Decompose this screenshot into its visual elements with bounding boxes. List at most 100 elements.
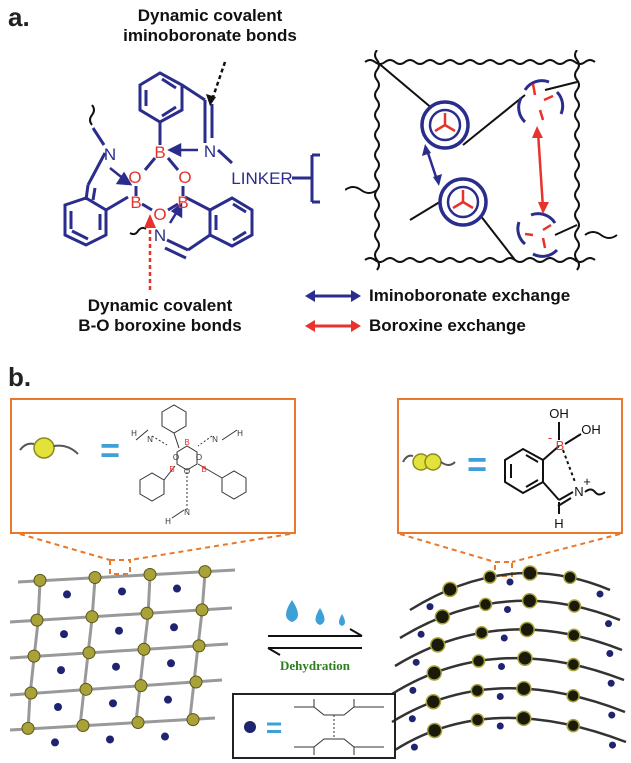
svg-text:O: O	[173, 453, 179, 462]
olive-bead	[140, 606, 154, 620]
dark-bead	[519, 621, 535, 638]
olive-bead	[131, 716, 145, 730]
boroxine-annotation-line2: B-O boroxine bonds	[78, 316, 242, 335]
inset-right: = OH OH B - N + H	[397, 398, 623, 534]
oxygen-atom-bottom: O	[153, 205, 166, 224]
svg-text:H: H	[165, 517, 171, 526]
svg-text:B: B	[184, 438, 189, 447]
dark-bead	[429, 637, 446, 653]
open-node-lower	[516, 212, 559, 258]
olive-bead	[137, 642, 151, 656]
inset-left-drawing: = B O O O B B N N N H H	[19, 404, 247, 526]
right-network-strands	[391, 571, 627, 752]
equilibrium-arrows	[267, 628, 363, 656]
svg-text:O: O	[184, 467, 190, 476]
crosslinker-bead	[496, 722, 504, 730]
legend-item-boroxine: Boroxine exchange	[305, 310, 625, 342]
iminoboronate-annotation-line2: iminoboronate bonds	[123, 26, 297, 45]
crosslinker-bead	[170, 623, 178, 632]
dark-bead	[483, 570, 497, 584]
crosslinker-bead	[606, 649, 614, 657]
crosslinker-bead	[417, 630, 425, 638]
olive-bead	[24, 686, 38, 700]
boron-atom-top: B	[154, 143, 165, 162]
olive-bead	[30, 613, 44, 627]
crosslinker-bead	[173, 584, 181, 593]
olive-bead	[21, 721, 35, 735]
crosslinker-bead	[409, 686, 417, 694]
dehydration-label: Dehydration	[280, 658, 351, 673]
crosslinker-bead	[118, 587, 126, 596]
crosslinker-bead	[608, 711, 616, 719]
dative-arrows	[109, 142, 198, 224]
crosslinker-bead	[60, 630, 68, 639]
crosslinker-bead	[506, 578, 514, 586]
inset-right-drawing: = OH OH B - N + H	[402, 406, 606, 531]
svg-text:O: O	[196, 453, 202, 462]
crosslinker-bead	[57, 666, 65, 675]
dark-bead	[517, 650, 533, 666]
crosslinker-key: =	[232, 693, 396, 759]
boroxine-annotation: Dynamic covalent B-O boroxine bonds	[40, 296, 280, 336]
dark-bead	[567, 599, 582, 613]
panel-a-label: a.	[8, 2, 30, 32]
dark-bead	[471, 654, 486, 668]
crosslinker-bead	[63, 590, 71, 599]
svg-text:N: N	[212, 435, 218, 444]
legend-label-iminoboronate: Iminoboronate exchange	[369, 286, 571, 305]
blue-double-arrow-icon	[305, 290, 361, 302]
nitrogen-charge: +	[583, 474, 591, 489]
svg-text:B: B	[169, 465, 174, 474]
exchange-arrows	[422, 126, 549, 214]
key-equals: =	[266, 712, 282, 743]
hydrogen-label: H	[554, 516, 563, 531]
crosslinker-bead	[504, 606, 511, 613]
dark-bead	[516, 680, 532, 697]
dark-bead	[563, 570, 577, 585]
open-node-upper	[517, 79, 565, 124]
crosslinker-bead	[410, 743, 418, 751]
olive-bead	[189, 675, 203, 689]
inset-right-equals: =	[467, 446, 487, 484]
right-network-beads	[408, 565, 617, 751]
inset-left-equals: =	[100, 432, 120, 470]
svg-text:N: N	[184, 508, 190, 517]
olive-bead	[195, 603, 209, 617]
networks-area: Dehydration	[9, 533, 627, 752]
olive-bead	[143, 568, 157, 582]
annotation-arrows	[144, 61, 227, 290]
crosslinker-bead	[426, 603, 434, 611]
crosslinker-bead	[161, 732, 169, 741]
nitrogen-label: N	[574, 484, 583, 499]
linker-label: LINKER	[231, 169, 292, 188]
crosslinker-bead	[605, 620, 613, 628]
water-drops-icon	[286, 600, 345, 626]
atom-labels: B O O B B O N N N LINKER	[104, 142, 293, 245]
svg-text:H: H	[237, 429, 243, 438]
crosslinker-bead	[54, 703, 62, 711]
olive-bead	[76, 718, 90, 732]
dark-bead	[478, 597, 493, 612]
olive-bead	[27, 649, 41, 663]
boron-label: B	[556, 438, 565, 453]
olive-bead	[82, 646, 96, 660]
red-double-arrow-icon	[305, 320, 361, 332]
exchange-legend: Iminoboronate exchange Boroxine exchange	[305, 282, 625, 342]
chain-end-bottom	[129, 226, 147, 236]
dark-bead	[474, 625, 489, 640]
crosslinker-bead	[500, 634, 508, 642]
dark-bead	[516, 710, 532, 727]
crosslinker-bead	[609, 741, 617, 749]
crosslinker-bead	[167, 659, 175, 668]
oxygen-atom-left: O	[128, 168, 141, 187]
iminoboronate-annotation: Dynamic covalent iminoboronate bonds	[95, 6, 325, 46]
dark-bead	[521, 593, 538, 609]
crosslinker-bead	[408, 715, 416, 723]
dark-bead	[522, 565, 538, 581]
dark-bead	[442, 581, 458, 598]
crosslinker-bead-icon	[244, 721, 256, 733]
dark-bead	[426, 665, 442, 681]
boroxine-annotation-line1: Dynamic covalent	[87, 296, 233, 315]
crosslinker-key-drawing: =	[244, 699, 384, 755]
svg-text:N: N	[147, 435, 153, 444]
